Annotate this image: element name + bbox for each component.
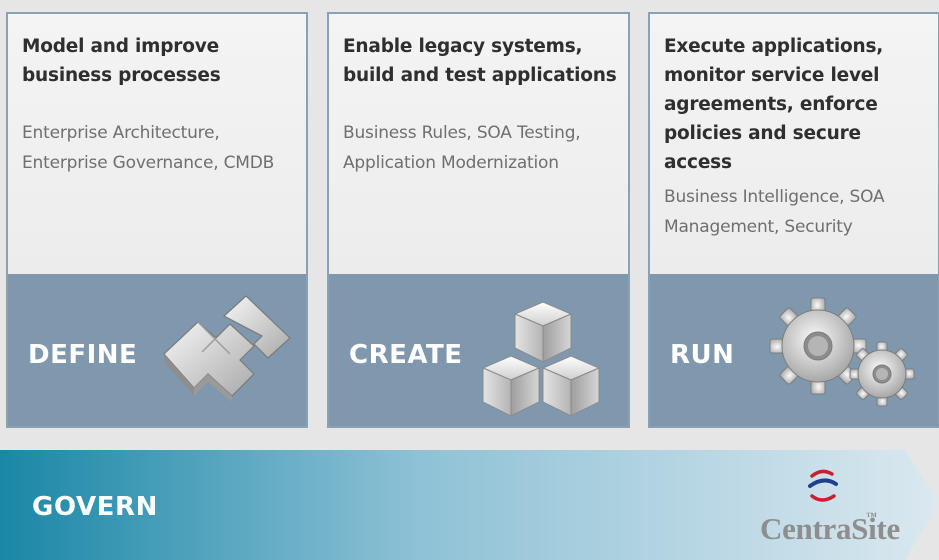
define-stage-panel (8, 274, 306, 426)
create-description-panel (329, 14, 628, 276)
create-heading: Enable legacy systems, build and test ap… (343, 36, 617, 86)
centrasite-logo-mark (808, 469, 838, 502)
define-body: Enterprise Architecture, Enterprise Gove… (22, 123, 275, 173)
define-card: Model and improve business processes Ent… (6, 12, 308, 428)
run-heading: Execute applications, monitor service le… (664, 36, 884, 173)
create-body: Business Rules, SOA Testing, Application… (343, 123, 581, 173)
define-heading: Model and improve business processes (22, 36, 221, 86)
define-stage-label: DEFINE (28, 340, 138, 370)
run-body: Business Intelligence, SOA Management, S… (664, 187, 885, 237)
trademark-symbol: ™ (866, 511, 877, 523)
run-card: Execute applications, monitor service le… (648, 12, 939, 428)
cubes-icon (481, 301, 601, 417)
define-description-panel (8, 14, 306, 276)
run-stage-label: RUN (670, 340, 735, 370)
gears-icon (769, 297, 915, 407)
create-stage-label: CREATE (349, 340, 463, 370)
centrasite-wordmark: CentraSite (760, 511, 900, 546)
create-card: Enable legacy systems, build and test ap… (327, 12, 630, 428)
govern-label: GOVERN (32, 492, 159, 522)
run-description-panel (650, 14, 938, 276)
puzzle-icon (163, 295, 291, 402)
govern-banner (0, 450, 939, 560)
